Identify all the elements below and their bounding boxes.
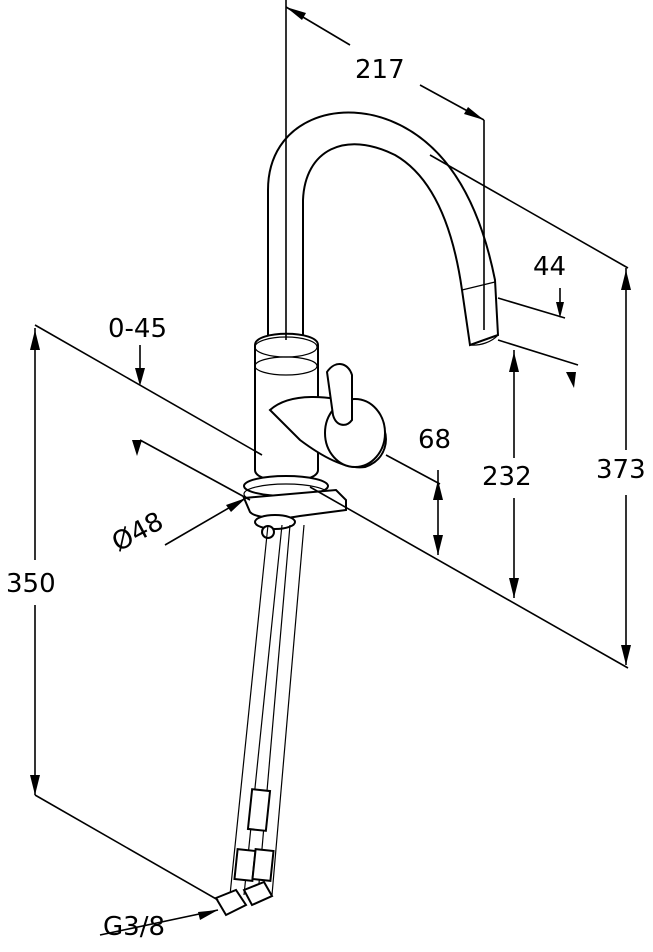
dim-68: 68: [385, 425, 451, 555]
dim-label-217: 217: [355, 55, 405, 85]
supply-hoses: [214, 524, 305, 917]
dim-373: 373: [309, 154, 646, 669]
dim-label-diameter-48: Ø48: [107, 507, 168, 559]
mounting-base: [242, 475, 347, 539]
dim-g3-8: G3/8: [99, 909, 219, 942]
spout: [267, 111, 500, 347]
dim-232: 232: [482, 350, 532, 598]
dim-diameter-48: Ø48: [107, 497, 247, 559]
dim-label-g3-8: G3/8: [103, 912, 165, 942]
dim-0-45: 0-45: [34, 314, 263, 501]
dim-label-0-45: 0-45: [108, 314, 167, 344]
lever-handle: [268, 363, 387, 469]
dim-44: 44: [497, 252, 579, 388]
dim-217: 217: [285, 0, 485, 340]
dim-label-44: 44: [533, 252, 566, 282]
dim-350: 350: [6, 328, 219, 901]
dim-label-373: 373: [596, 455, 646, 485]
dim-label-350: 350: [6, 569, 56, 599]
dim-label-232: 232: [482, 462, 532, 492]
dim-label-68: 68: [418, 425, 451, 455]
